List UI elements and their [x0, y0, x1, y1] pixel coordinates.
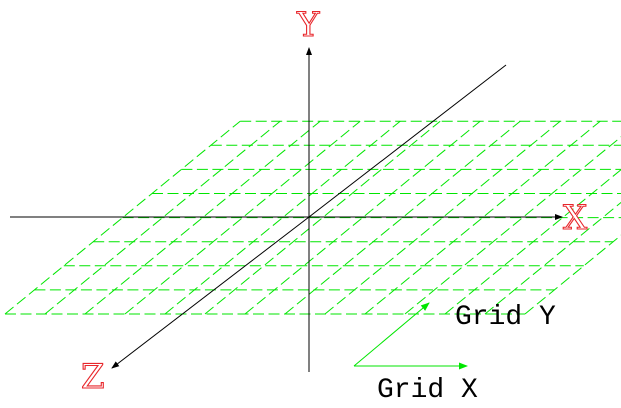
grid-line-diagonal [444, 169, 621, 315]
grid-y-arrow [353, 302, 430, 367]
dashed-grid [4, 120, 621, 315]
grid-line-diagonal [524, 234, 621, 315]
y-axis-label: Y [296, 5, 320, 45]
grid-x-label: Grid X [377, 375, 478, 406]
grid-line-diagonal [324, 120, 561, 315]
grid-line-diagonal [204, 120, 441, 315]
grid-line-diagonal [284, 120, 521, 315]
grid-line-diagonal [404, 136, 621, 315]
grid-y-label: Grid Y [455, 302, 556, 333]
grid-line-diagonal [124, 120, 361, 315]
grid-line-diagonal [164, 120, 401, 315]
grid-legend: Grid Y Grid X [353, 302, 556, 406]
grid-line-diagonal [84, 120, 321, 315]
grid-line-diagonal [44, 120, 281, 315]
grid-line-diagonal [364, 120, 601, 315]
grid-line-diagonal [484, 201, 621, 315]
z-axis-line [111, 216, 310, 369]
z-axis-label: Z [81, 357, 105, 397]
x-axis-label: X [563, 198, 588, 238]
grid-line-diagonal [244, 120, 481, 315]
grid-line-diagonal [4, 120, 241, 315]
axes-group [10, 47, 563, 372]
z-axis-line-back [308, 64, 507, 218]
